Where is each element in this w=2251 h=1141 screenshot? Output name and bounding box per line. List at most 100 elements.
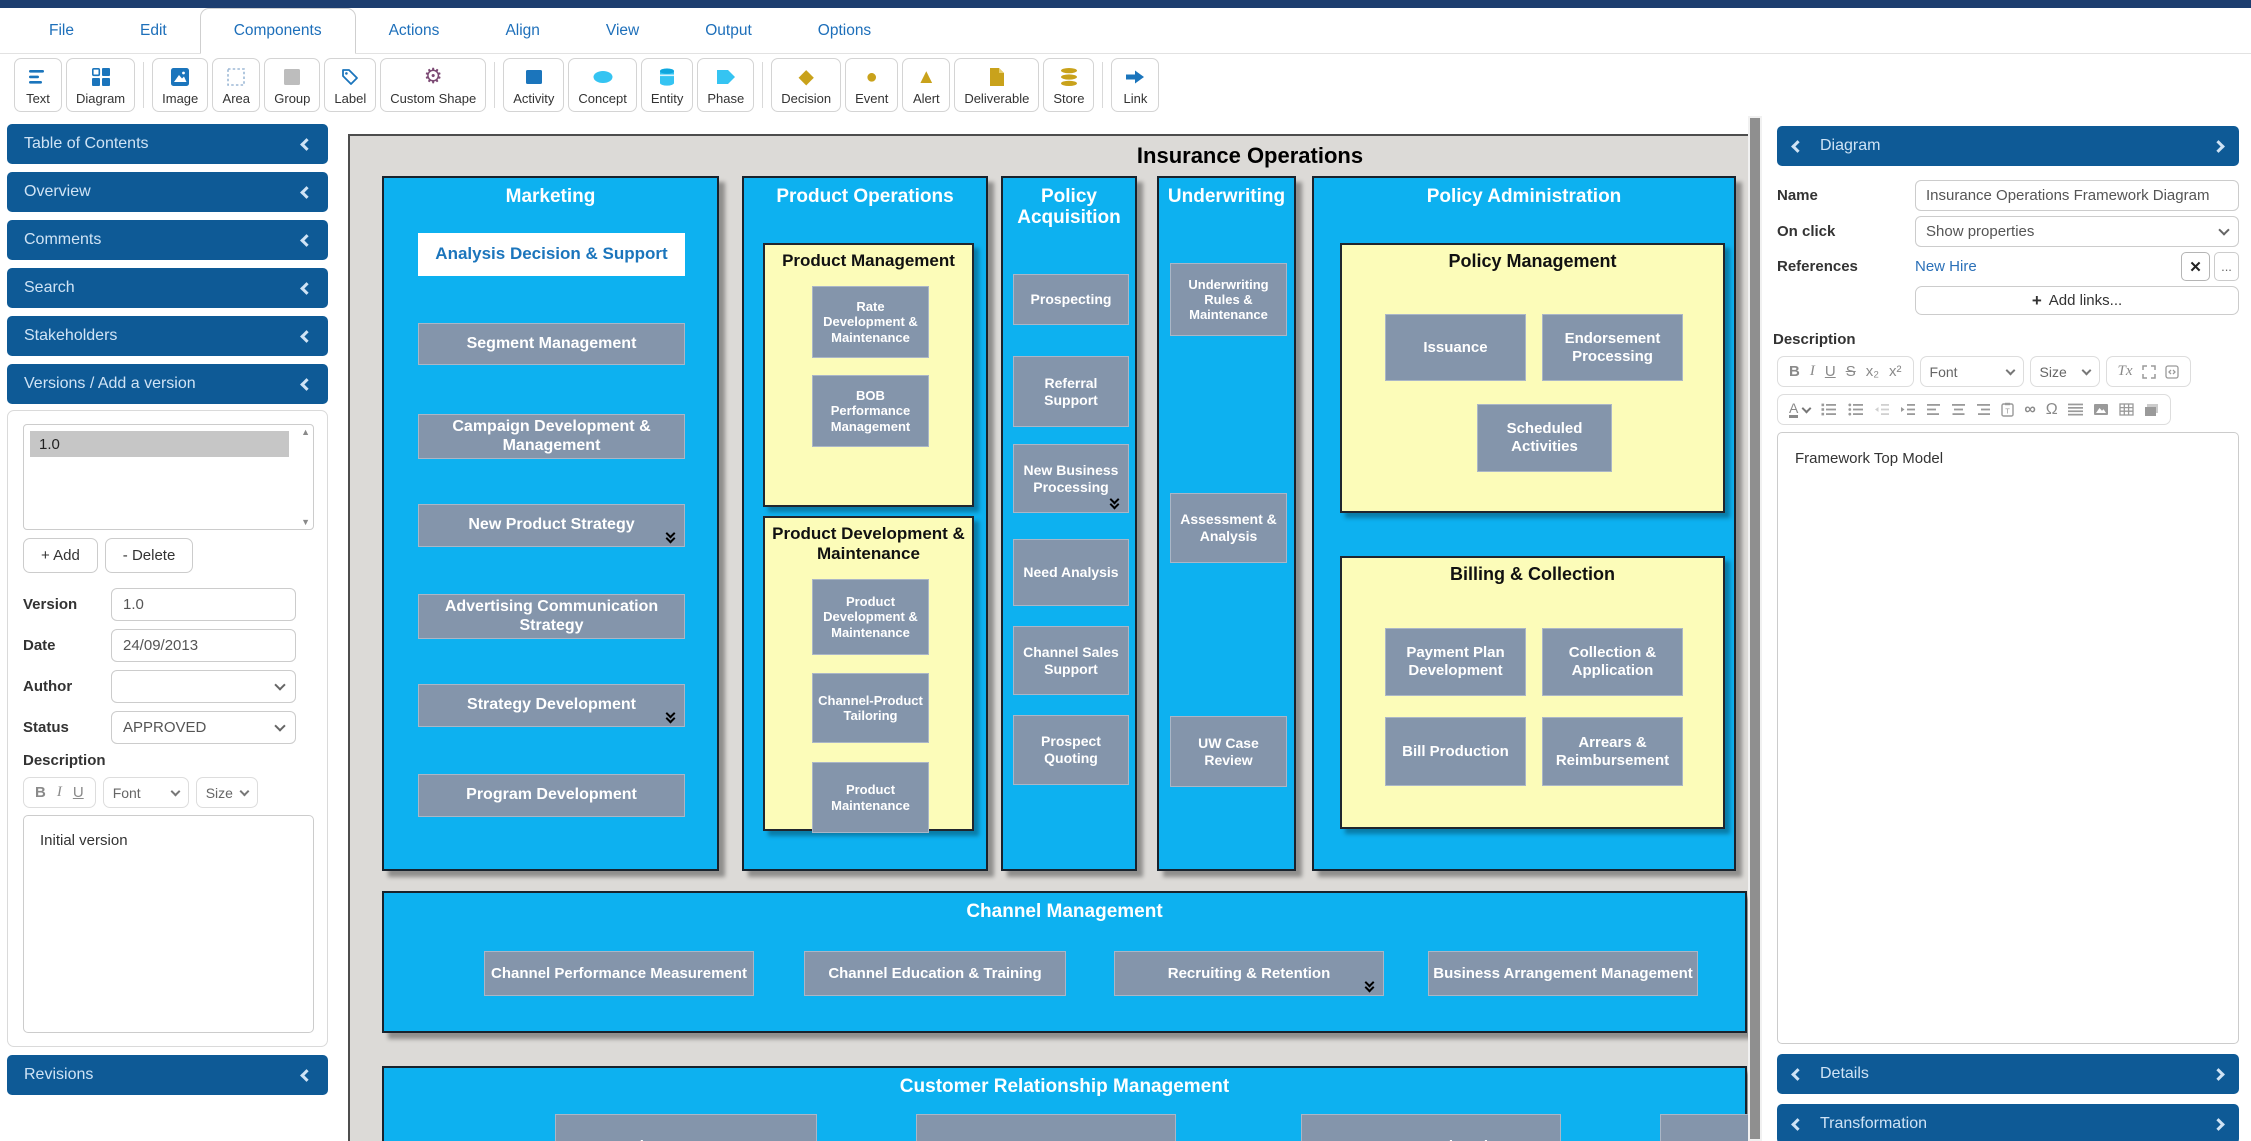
version-description-editor[interactable]: Initial version [23,815,314,1033]
label-button[interactable]: Label [324,58,377,112]
diagram-container[interactable]: Insurance Operations Marketing Analysis … [348,134,1748,1141]
area-customer-relationship-management[interactable]: Customer Relationship Management Experie… [382,1066,1748,1141]
shape-channel-education-training[interactable]: Channel Education & Training [804,951,1066,996]
reference-link[interactable]: New Hire [1915,258,1977,275]
italic-button[interactable]: I [56,784,62,800]
shape-business-arrangement-management[interactable]: Business Arrangement Management [1428,951,1698,996]
size-select[interactable]: Size [195,777,258,808]
shape-contact-management[interactable]: Contact Management [916,1114,1176,1141]
font-select[interactable]: Font [102,777,189,808]
expand-chevron-icon[interactable] [665,708,678,724]
page-break-icon[interactable] [2144,403,2159,417]
shape-endorsement-processing[interactable]: Endorsement Processing [1542,314,1683,381]
shape-rate-development[interactable]: Rate Development & Maintenance [812,286,929,358]
bold-button[interactable]: B [35,784,46,801]
sidebar-item-table-of-contents[interactable]: Table of Contents [7,124,328,164]
underline-button[interactable]: U [72,784,84,801]
sidebar-item-comments[interactable]: Comments [7,220,328,260]
align-left-icon[interactable] [1926,403,1941,416]
shape-bill-production[interactable]: Bill Production [1385,717,1526,786]
menu-edit[interactable]: Edit [139,22,167,39]
bold-button[interactable]: B [1789,363,1800,380]
chevron-right-icon[interactable] [2212,1117,2225,1131]
shape-clipped-right[interactable]: Co [1660,1114,1748,1141]
area-marketing[interactable]: Marketing Analysis Decision & Support Se… [382,176,719,871]
shape-channel-sales-support[interactable]: Channel Sales Support [1013,626,1129,695]
shape-recruiting-retention[interactable]: Recruiting & Retention [1114,951,1384,996]
chevron-right-icon[interactable] [2212,139,2225,153]
date-input[interactable] [111,629,296,662]
group-billing-collection[interactable]: Billing & Collection Payment Plan Develo… [1340,556,1725,829]
special-character-icon[interactable]: Ω [2045,400,2058,418]
diagram-canvas[interactable]: Insurance Operations Marketing Analysis … [335,116,1762,1141]
text-color-button[interactable]: A [1789,400,1799,418]
group-policy-management[interactable]: Policy Management Issuance Endorsement P… [1340,243,1725,513]
deliverable-button[interactable]: Deliverable [954,58,1040,112]
link-button[interactable]: Link [1111,58,1160,112]
group-product-development-maintenance[interactable]: Product Development & Maintenance Produc… [763,516,974,833]
sidebar-item-revisions[interactable]: Revisions [7,1055,328,1095]
area-policy-acquisition[interactable]: Policy Acquisition Prospecting Referral … [1001,176,1137,871]
alert-button[interactable]: ▲ Alert [902,58,951,112]
menu-align[interactable]: Align [505,22,540,39]
shape-underwriting-rules[interactable]: Underwriting Rules & Maintenance [1170,263,1287,336]
sidebar-item-versions[interactable]: Versions / Add a version [7,364,328,404]
menu-options[interactable]: Options [817,22,872,39]
ordered-list-icon[interactable] [1820,403,1837,416]
shape-experience-management[interactable]: Experience Management [555,1114,817,1141]
canvas-scrollbar[interactable] [1748,116,1762,1141]
phase-button[interactable]: Phase [697,58,755,112]
shape-new-product-strategy[interactable]: New Product Strategy [418,504,685,547]
strikethrough-button[interactable]: S [1845,363,1856,380]
area-channel-management[interactable]: Channel Management Channel Performance M… [382,891,1747,1033]
area-policy-administration[interactable]: Policy Administration Policy Management … [1312,176,1736,871]
paste-icon[interactable]: T [2001,402,2015,417]
insert-image-icon[interactable] [2093,403,2109,416]
shape-consumer-education[interactable]: Consumer Education [1301,1114,1561,1141]
chevron-right-icon[interactable] [2212,1067,2225,1081]
source-code-icon[interactable] [2164,364,2179,379]
expand-chevron-icon[interactable] [665,528,678,544]
diagram-button[interactable]: Diagram [66,58,136,112]
remove-format-button[interactable]: Tx [2117,363,2133,379]
version-list[interactable]: 1.0 ▲ ▼ [23,424,314,530]
author-select[interactable] [111,670,296,703]
shape-product-development[interactable]: Product Development & Maintenance [812,579,929,655]
menu-view[interactable]: View [605,22,640,39]
delete-version-button[interactable]: - Delete [104,538,194,573]
area-button[interactable]: Area [212,58,261,112]
shape-payment-plan-development[interactable]: Payment Plan Development [1385,628,1526,696]
entity-button[interactable]: Entity [640,58,694,112]
expand-chevron-icon[interactable] [1364,977,1377,993]
shape-bob-performance[interactable]: BOB Performance Management [812,375,929,447]
sidebar-item-search[interactable]: Search [7,268,328,308]
horizontal-rule-icon[interactable] [2067,403,2083,416]
chevron-left-icon[interactable] [1791,1067,1804,1081]
shape-uw-case-review[interactable]: UW Case Review [1170,716,1287,787]
event-button[interactable]: ● Event [845,58,899,112]
menu-components[interactable]: Components [199,8,356,54]
shape-campaign-development[interactable]: Campaign Development & Management [418,414,685,459]
shape-new-business-processing[interactable]: New Business Processing [1013,444,1129,513]
more-references-button[interactable]: ... [2214,252,2239,281]
font-select[interactable]: Font [1919,356,2024,387]
shape-assessment-analysis[interactable]: Assessment & Analysis [1170,493,1287,563]
diagram-name-input[interactable] [1915,180,2239,211]
insert-table-icon[interactable] [2119,403,2134,416]
menu-file[interactable]: File [49,22,74,39]
onclick-select[interactable]: Show properties [1915,216,2239,247]
area-product-operations[interactable]: Product Operations Product Management Ra… [742,176,988,871]
shape-issuance[interactable]: Issuance [1385,314,1526,381]
diagram-properties-header[interactable]: Diagram [1777,126,2239,166]
concept-button[interactable]: Concept [568,58,637,112]
outdent-icon[interactable] [1874,403,1890,416]
indent-icon[interactable] [1900,403,1916,416]
shape-arrears-reimbursement[interactable]: Arrears & Reimbursement [1542,717,1683,786]
shape-strategy-development[interactable]: Strategy Development [418,684,685,727]
expand-chevron-icon[interactable] [1109,494,1122,510]
shape-analysis-decision-support[interactable]: Analysis Decision & Support [418,233,685,276]
shape-product-maintenance[interactable]: Product Maintenance [812,762,929,833]
shape-program-development[interactable]: Program Development [418,774,685,817]
align-center-icon[interactable] [1951,403,1966,416]
menu-output[interactable]: Output [705,22,752,39]
